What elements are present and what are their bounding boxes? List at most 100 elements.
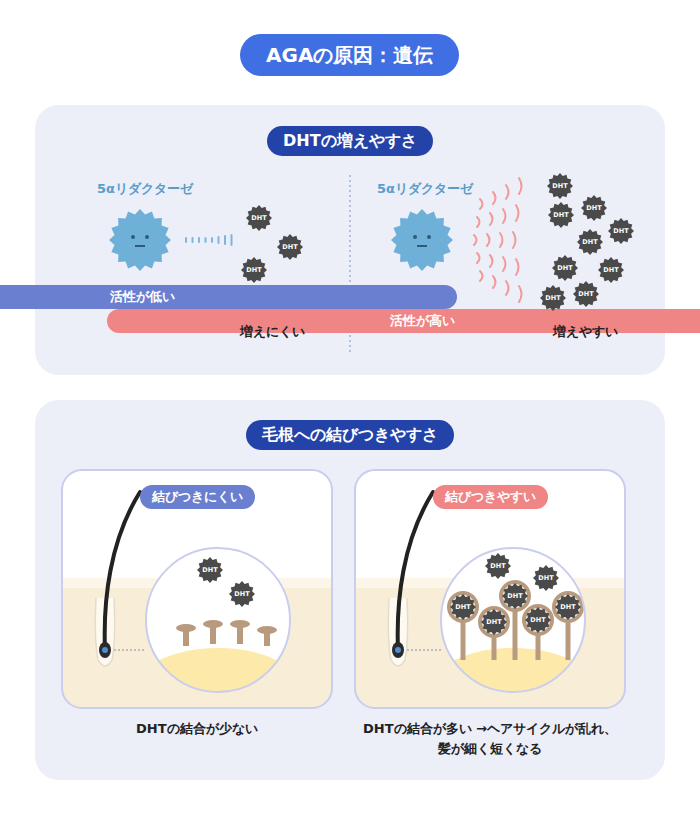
dht-molecule: DHT [481, 609, 507, 635]
card: 結びつきやすいDHTDHTDHTDHTDHTDHTDHT [355, 470, 625, 708]
panel-label: 増えやすい [553, 322, 618, 342]
dht-text: DHT [548, 202, 574, 228]
weak-mark [231, 235, 233, 245]
weak-mark [205, 238, 207, 242]
dht-text: DHT [241, 257, 267, 283]
dht-spikes [485, 553, 511, 579]
panel-label: 増えにくい [240, 322, 305, 342]
weak-mark [198, 238, 200, 242]
wave-arc [480, 199, 483, 209]
receptor-stalk [566, 620, 571, 660]
receptor-cup [524, 606, 552, 634]
wave-arc [500, 233, 503, 247]
dht-spikes [246, 205, 272, 231]
dht-text: DHT [552, 255, 578, 281]
dht-text: DHT [246, 205, 272, 231]
dht-molecule: DHT [533, 565, 559, 591]
dht-text: DHT [502, 583, 528, 609]
section-heading: DHTの増えやすさ [267, 126, 433, 156]
wave-arc [477, 217, 480, 227]
wave-arc [477, 253, 480, 263]
dht-text: DHT [277, 234, 303, 260]
dht-spikes [229, 581, 255, 607]
dht-text: DHT [525, 607, 551, 633]
wave-arc [480, 271, 483, 281]
dht-molecule: DHT [277, 234, 303, 260]
dht-text: DHT [485, 553, 511, 579]
wave-arc [490, 255, 493, 267]
dht-text: DHT [229, 581, 255, 607]
activity-pill: 活性が低い [0, 285, 457, 309]
wave-arc [474, 235, 477, 245]
wave-arc [519, 286, 522, 302]
wave-arc [516, 259, 519, 275]
dht-molecule: DHT [581, 195, 607, 221]
dht-spikes [502, 583, 528, 609]
dht-molecule: DHT [540, 285, 566, 311]
caption-label: DHTの結合が少ない [136, 719, 258, 739]
dht-spikes [581, 195, 607, 221]
receptor-cup [501, 582, 529, 610]
dht-molecule: DHT [450, 594, 476, 620]
dht-spikes [598, 257, 624, 283]
receptor-cup [449, 593, 477, 621]
dht-text: DHT [608, 218, 634, 244]
wave-arc [506, 281, 509, 295]
dht-spikes [547, 173, 573, 199]
receptor-stalk [536, 633, 541, 660]
dht-text: DHT [581, 195, 607, 221]
dht-spikes [548, 202, 574, 228]
dht-spikes [552, 255, 578, 281]
enzyme-icon [109, 209, 171, 271]
dht-text: DHT [197, 557, 223, 583]
wave-arc [493, 276, 496, 288]
dht-spikes [577, 229, 603, 255]
dht-spikes [481, 609, 507, 635]
dht-molecule: DHT [577, 229, 603, 255]
dht-spikes [241, 257, 267, 283]
hair-follicle [95, 492, 146, 666]
wave-arc [513, 232, 516, 248]
weak-mark [192, 238, 194, 242]
weak-activity-marks [186, 235, 232, 245]
dht-molecule: DHT [229, 581, 255, 607]
dht-spikes [573, 281, 599, 307]
dht-molecule: DHT [241, 257, 267, 283]
dht-text: DHT [555, 594, 581, 620]
caption-label: DHTの結合が多い →ヘアサイクルが乱れ、髪が細く短くなる [340, 719, 640, 759]
dht-text: DHT [573, 281, 599, 307]
receptor-stalk [492, 635, 497, 660]
dht-molecule: DHT [573, 281, 599, 307]
dht-molecule: DHT [547, 173, 573, 199]
dht-text: DHT [598, 257, 624, 283]
card: 結びつきにくい DHTDHT [62, 470, 332, 708]
card-heading: 結びつきにくい [140, 485, 255, 509]
dht-molecule: DHT [197, 557, 223, 583]
dht-molecule: DHT [525, 607, 551, 633]
enzyme-icon [391, 209, 453, 271]
dht-molecule: DHT [555, 594, 581, 620]
panel-ground [35, 400, 665, 780]
zoom-circle [123, 548, 313, 762]
wave-arc [490, 213, 493, 225]
wave-arc [503, 209, 506, 223]
dht-text: DHT [533, 565, 559, 591]
dht-molecule: DHT [485, 553, 511, 579]
dht-spikes [525, 607, 551, 633]
dht-text: DHT [481, 609, 507, 635]
dht-spikes [555, 594, 581, 620]
wave-arc [519, 178, 522, 194]
weak-mark [224, 236, 226, 244]
receptor-stalk [461, 620, 466, 660]
dht-spikes [277, 234, 303, 260]
wave-arc [516, 205, 519, 221]
weak-mark [185, 238, 187, 242]
dht-spikes [197, 557, 223, 583]
dht-molecule: DHT [598, 257, 624, 283]
receptor-cup [480, 608, 508, 636]
hair-follicle [388, 492, 441, 666]
receptor-cup [554, 593, 582, 621]
receptor-stalk [513, 609, 518, 660]
panel-ground [35, 105, 665, 375]
